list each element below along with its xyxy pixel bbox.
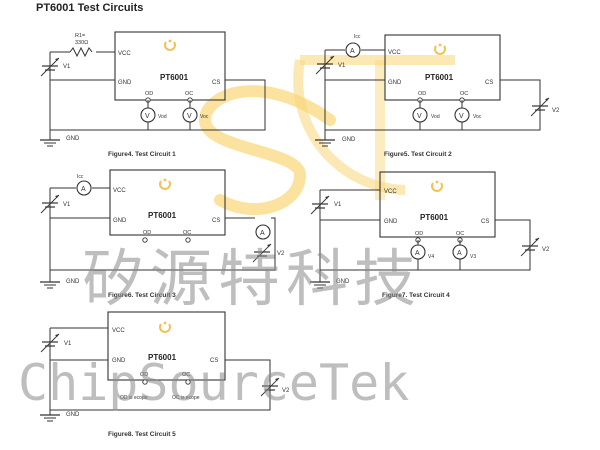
pin-vcc: VCC	[112, 328, 125, 334]
chip-logo-icon	[159, 320, 171, 333]
chip-logo-icon	[431, 179, 443, 192]
caption-5: Figure8. Test Circuit 5	[108, 431, 176, 438]
label-v1: V1	[63, 202, 71, 208]
circuit-3: PT6001 VCC GND CS OD OC A Icc V1 A V2 GN…	[39, 169, 285, 299]
voltmeter-icon	[412, 107, 428, 123]
meter-label: V	[145, 113, 150, 120]
watermark-en: ChipSourceTek	[18, 354, 409, 412]
pin-gnd: GND	[112, 358, 126, 364]
label-r1-value: 330Ω	[75, 40, 88, 46]
chip-logo-icon	[159, 177, 171, 190]
voltmeter-icon	[454, 107, 470, 123]
pin-cs: CS	[212, 218, 220, 224]
label-oc-ecope: OC is ecope	[172, 395, 200, 401]
pin-vcc: VCC	[384, 189, 397, 195]
pin-gnd: GND	[113, 218, 127, 224]
pin-cs: CS	[481, 219, 489, 225]
watermark-logo	[198, 55, 455, 215]
label-gnd: GND	[66, 136, 80, 142]
chip-name: PT6001	[148, 353, 177, 362]
label-v4: V4	[428, 254, 434, 260]
ground-icon	[39, 414, 61, 422]
label-v1: V1	[338, 63, 346, 69]
pin-cs: CS	[210, 358, 218, 364]
circuit-1: PT6001 VCC GND CS OD OC R1= 330Ω V1 V V …	[39, 31, 266, 158]
pin-oc: OC	[460, 91, 468, 97]
pin-vcc: VCC	[388, 50, 401, 56]
label-v2: V2	[552, 108, 560, 114]
voltmeter-icon	[140, 107, 156, 123]
label-vod: Vod	[431, 114, 440, 120]
ground-icon	[39, 139, 61, 147]
label-gnd: GND	[336, 279, 350, 285]
chip-box	[107, 311, 226, 381]
label-v1: V1	[64, 341, 72, 347]
label-gnd: GND	[66, 279, 80, 285]
pin-oc: OC	[183, 230, 191, 236]
pin-od: OD	[418, 91, 426, 97]
caption-4: Figure7. Test Circuit 4	[382, 292, 450, 299]
meter-label: V	[417, 113, 422, 120]
meter-label: A	[260, 230, 265, 237]
meter-label: A	[415, 250, 420, 257]
pin-gnd: GND	[118, 80, 132, 86]
meter-label: V	[459, 113, 464, 120]
pin-gnd: GND	[388, 80, 402, 86]
voltmeter-icon	[182, 107, 198, 123]
label-gnd: GND	[66, 412, 80, 418]
circuit-5: PT6001 VCC GND CS OD OC V1 OD is ecope O…	[39, 311, 290, 438]
chip-name: PT6001	[160, 73, 189, 82]
label-gnd: GND	[342, 137, 356, 143]
label-voc: Voc	[200, 114, 209, 120]
label-v3: V3	[470, 254, 476, 260]
label-v2: V2	[277, 251, 285, 257]
label-v1: V1	[63, 64, 71, 70]
pin-cs: CS	[485, 80, 493, 86]
ground-icon	[39, 281, 61, 289]
resistor-r1	[69, 46, 93, 58]
label-voc: Voc	[473, 114, 482, 120]
chip-logo-icon	[434, 42, 446, 55]
pin-cs: CS	[212, 80, 220, 86]
chip-name: PT6001	[420, 213, 449, 222]
circuit-4: PT6001 VCC GND CS OD OC V1 A A V4 V3 V2 …	[309, 171, 550, 299]
pin-vcc: VCC	[113, 188, 126, 194]
chip-name: PT6001	[425, 73, 454, 82]
caption-3: Figure6. Test Circuit 3	[108, 292, 176, 299]
label-r1: R1=	[75, 33, 85, 39]
pin-od: OD	[143, 230, 151, 236]
pin-oc: OC	[182, 372, 190, 378]
pin-od: OD	[145, 91, 153, 97]
chip-box	[114, 31, 226, 101]
chip-box	[384, 34, 501, 101]
meter-label: V	[187, 113, 192, 120]
chip-box	[109, 169, 226, 236]
label-icc: Icc	[354, 34, 361, 40]
pin-vcc: VCC	[118, 51, 131, 57]
pin-oc: OC	[185, 91, 193, 97]
caption-1: Figure4. Test Circuit 1	[108, 151, 176, 158]
label-v2: V2	[282, 388, 290, 394]
pin-od: OD	[415, 231, 423, 237]
meter-label: A	[81, 186, 86, 193]
label-v1: V1	[334, 202, 342, 208]
label-vod: Vod	[158, 114, 167, 120]
meter-label: A	[457, 250, 462, 257]
pin-od: OD	[140, 372, 148, 378]
label-od-ecope: OD is ecope	[120, 395, 148, 401]
pin-gnd: GND	[384, 219, 398, 225]
watermark-cn: 矽源特科技	[82, 242, 422, 315]
meter-label: A	[350, 48, 355, 55]
caption-2: Figure5. Test Circuit 2	[384, 151, 452, 158]
chip-box	[379, 171, 496, 238]
chip-name: PT6001	[148, 211, 177, 220]
label-v2: V2	[542, 247, 550, 253]
pin-oc: OC	[456, 231, 464, 237]
circuit-2: PT6001 VCC GND CS OD OC A Icc V1 V V Vod…	[314, 34, 560, 158]
label-icc: Icc	[77, 174, 84, 180]
chip-logo-icon	[164, 38, 176, 51]
page-title: PT6001 Test Circuits	[36, 2, 144, 14]
